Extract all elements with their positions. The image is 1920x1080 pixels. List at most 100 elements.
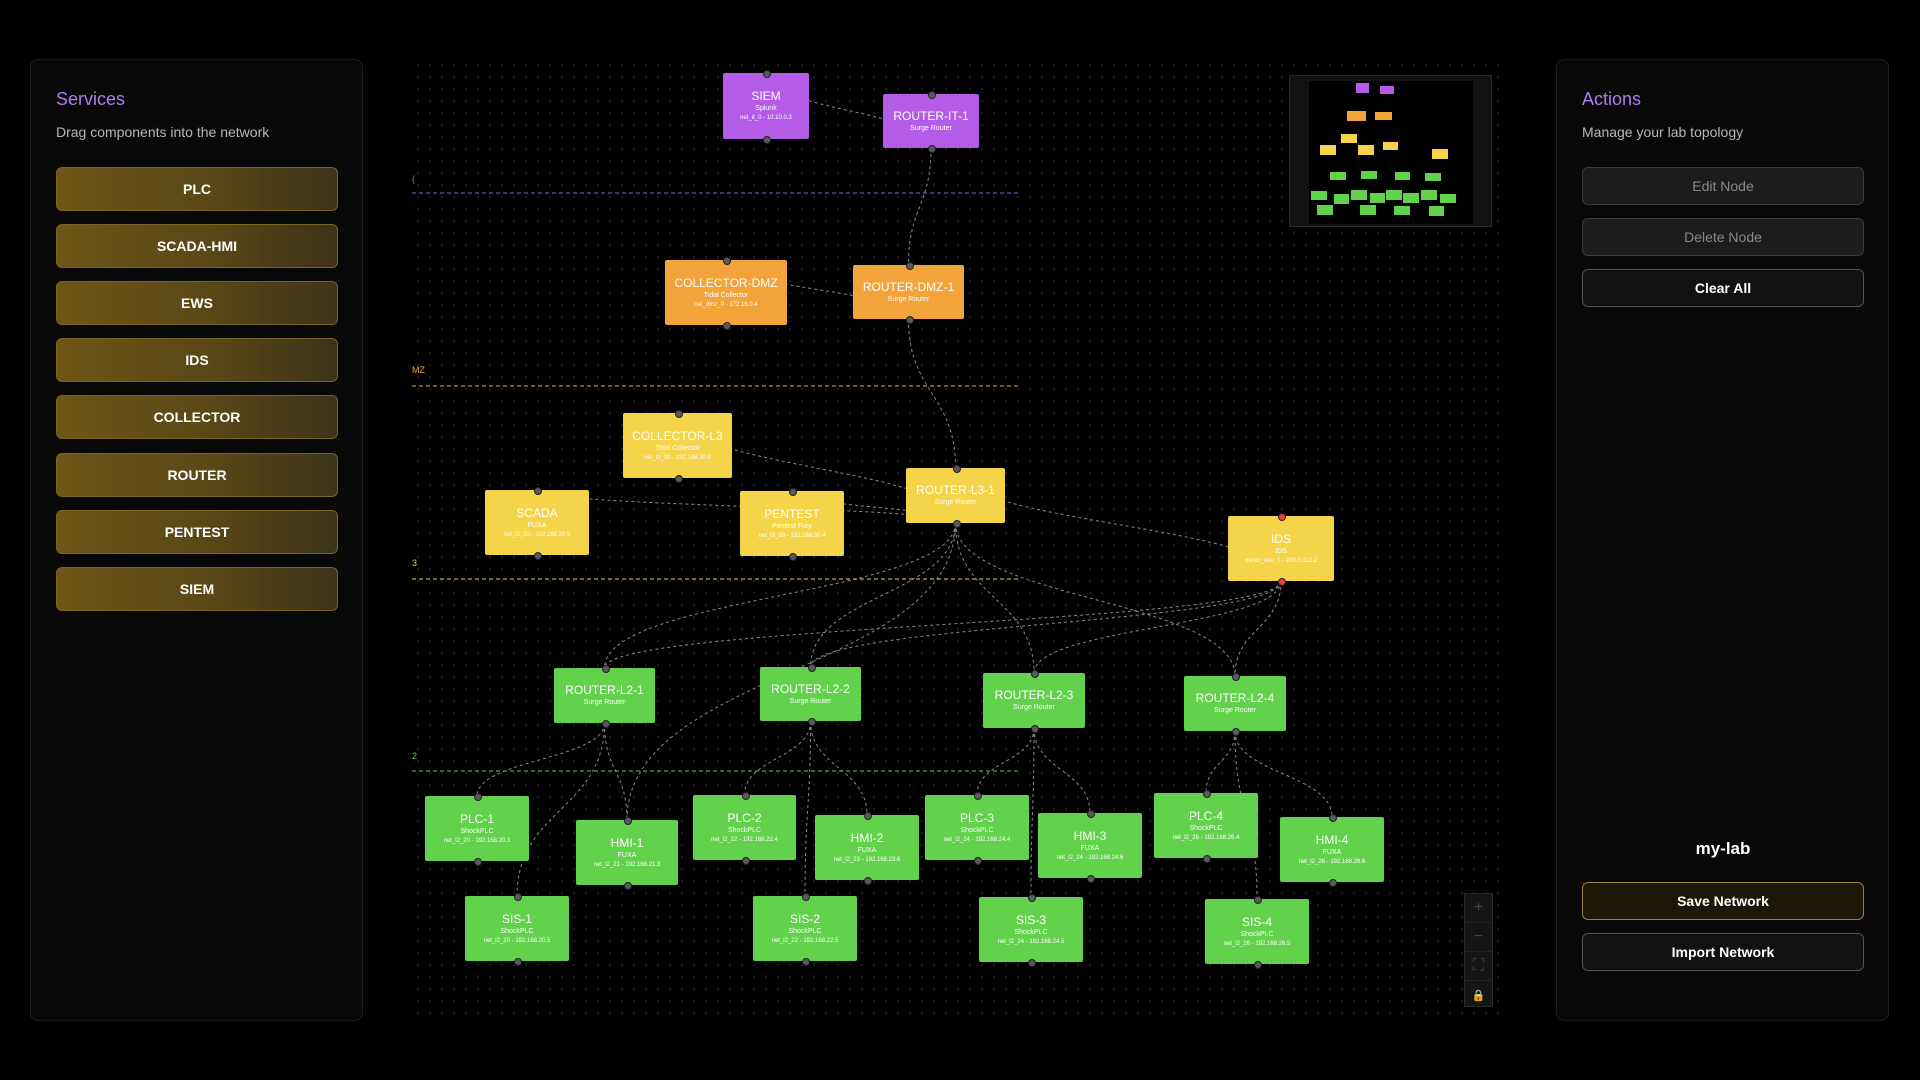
edge-router-l2-2-hmi-2[interactable] bbox=[810, 720, 868, 816]
node-handle-top[interactable] bbox=[1087, 810, 1095, 818]
edge-router-l2-1-plc-1[interactable] bbox=[476, 722, 605, 797]
node-handle-bottom[interactable] bbox=[1232, 728, 1240, 736]
node-handle-top[interactable] bbox=[534, 487, 542, 495]
node-handle-top[interactable] bbox=[723, 257, 731, 265]
node-handle-top[interactable] bbox=[674, 410, 683, 418]
node-handle-bottom[interactable] bbox=[1028, 959, 1036, 967]
node-handle-bottom[interactable] bbox=[802, 958, 810, 966]
node-handle-top[interactable] bbox=[514, 893, 522, 901]
edge-router-l2-3-plc-3[interactable] bbox=[976, 727, 1035, 796]
fit-view-icon[interactable]: ⛶ bbox=[1465, 952, 1492, 981]
node-handle-bottom[interactable] bbox=[674, 475, 683, 483]
node-handle-bottom[interactable] bbox=[974, 857, 982, 865]
service-pentest-button[interactable]: PENTEST bbox=[56, 510, 338, 554]
edge-router-l3-1-router-l2-2[interactable] bbox=[810, 522, 956, 668]
import-network-button[interactable]: Import Network bbox=[1582, 933, 1864, 971]
edit-node-button[interactable]: Edit Node bbox=[1582, 167, 1864, 205]
node-handle-top[interactable] bbox=[789, 488, 797, 496]
service-ids-button[interactable]: IDS bbox=[56, 338, 338, 382]
node-handle-bottom[interactable] bbox=[928, 145, 936, 153]
service-router-button[interactable]: ROUTER bbox=[56, 453, 338, 497]
node-handle-bottom[interactable] bbox=[763, 136, 771, 144]
service-plc-button[interactable]: PLC bbox=[56, 167, 338, 211]
node-handle-bottom[interactable] bbox=[789, 553, 797, 561]
node-handle-bottom[interactable] bbox=[1031, 725, 1039, 733]
node-handle-bottom[interactable] bbox=[807, 718, 816, 726]
node-handle-top[interactable] bbox=[601, 665, 610, 673]
delete-node-button[interactable]: Delete Node bbox=[1582, 218, 1864, 256]
node-handle-top[interactable] bbox=[1203, 790, 1211, 798]
minimap[interactable] bbox=[1289, 75, 1492, 227]
node-handle-bottom[interactable] bbox=[601, 720, 610, 728]
node-handle-bottom[interactable] bbox=[624, 882, 632, 890]
node-handle-bottom[interactable] bbox=[1278, 578, 1286, 586]
service-ews-button[interactable]: EWS bbox=[56, 281, 338, 325]
edge-router-l2-2-sis-2[interactable] bbox=[804, 720, 811, 897]
node-handle-top[interactable] bbox=[763, 70, 771, 78]
clear-all-button[interactable]: Clear All bbox=[1582, 269, 1864, 307]
edge-router-l3-1-router-l2-4[interactable] bbox=[955, 522, 1236, 677]
node-handle-bottom[interactable] bbox=[1254, 961, 1262, 969]
node-handle-top[interactable] bbox=[864, 812, 872, 820]
edge-router-l2-1-sis-1[interactable] bbox=[516, 722, 605, 897]
service-scada-hmi-button[interactable]: SCADA-HMI bbox=[56, 224, 338, 268]
node-handle-bottom[interactable] bbox=[905, 316, 914, 324]
service-siem-button[interactable]: SIEM bbox=[56, 567, 338, 611]
edge-router-l2-4-plc-4[interactable] bbox=[1205, 730, 1236, 794]
node-handle-bottom[interactable] bbox=[474, 858, 482, 866]
node-handle-bottom[interactable] bbox=[1329, 879, 1337, 887]
node-handle-top[interactable] bbox=[952, 465, 961, 473]
edge-router-it-1-router-dmz-1[interactable] bbox=[908, 147, 932, 266]
service-collector-button[interactable]: COLLECTOR bbox=[56, 395, 338, 439]
edge-ids-router-l2-1[interactable] bbox=[604, 580, 1282, 669]
node-handle-bottom[interactable] bbox=[741, 857, 750, 865]
node-handle-top[interactable] bbox=[974, 792, 982, 800]
node-handle-top[interactable] bbox=[741, 792, 750, 800]
node-handle-top[interactable] bbox=[807, 664, 816, 672]
node-handle-bottom[interactable] bbox=[1203, 855, 1211, 863]
node-handle-top[interactable] bbox=[928, 91, 936, 99]
zoom-in-icon[interactable]: + bbox=[1465, 894, 1492, 923]
edge-router-l2-3-hmi-3[interactable] bbox=[1033, 727, 1091, 814]
node-handle-bottom[interactable] bbox=[723, 322, 731, 330]
zoom-out-icon[interactable]: − bbox=[1465, 923, 1492, 952]
edge-router-l3-1-router-l2-3[interactable] bbox=[955, 522, 1035, 674]
edge-router-l2-2-plc-2[interactable] bbox=[744, 720, 811, 796]
edge-ids-router-l2-4[interactable] bbox=[1234, 580, 1282, 677]
node-handle-top[interactable] bbox=[802, 893, 810, 901]
node-handle-top[interactable] bbox=[1278, 513, 1286, 521]
node-handle-top[interactable] bbox=[1031, 670, 1039, 678]
node-handle-top[interactable] bbox=[1028, 894, 1036, 902]
node-handle-top[interactable] bbox=[1254, 896, 1262, 904]
node-handle-bottom[interactable] bbox=[534, 552, 542, 560]
node-handle-top[interactable] bbox=[474, 793, 482, 801]
save-network-button[interactable]: Save Network bbox=[1582, 882, 1864, 920]
node-handle-bottom[interactable] bbox=[514, 958, 522, 966]
edge-router-dmz-1-router-l3-1[interactable] bbox=[908, 318, 956, 469]
node-handle-top[interactable] bbox=[1232, 673, 1240, 681]
node-handle-bottom[interactable] bbox=[864, 877, 872, 885]
node-handle-top[interactable] bbox=[1329, 814, 1337, 822]
